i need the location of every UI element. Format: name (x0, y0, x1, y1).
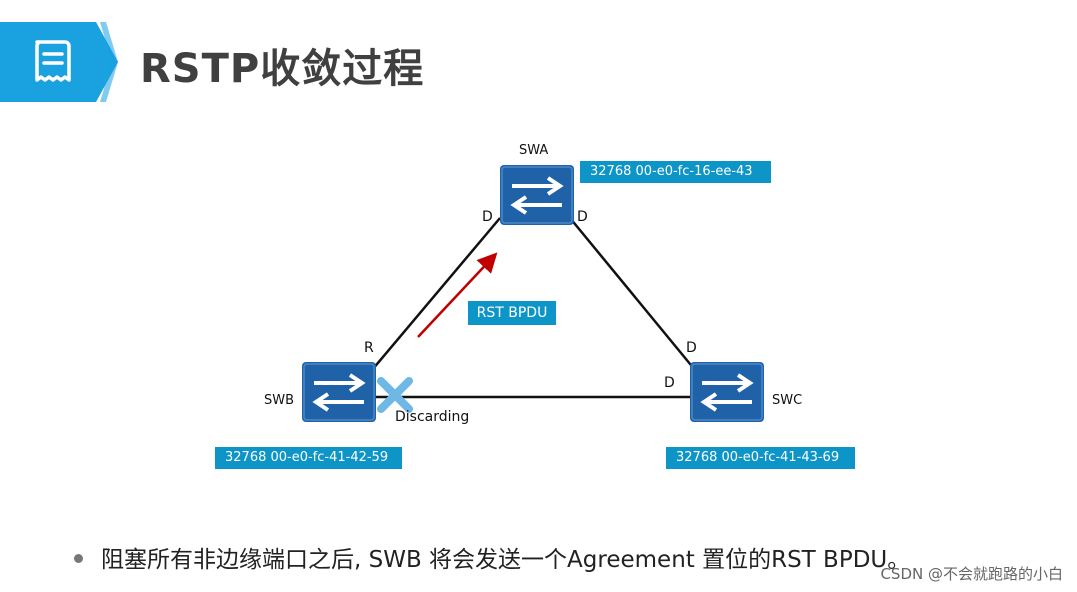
link-swb-swa (371, 217, 501, 371)
switch-name-swa: SWA (519, 143, 549, 158)
header-chevron (0, 22, 118, 102)
port-role-swa-left: D (482, 209, 493, 225)
port-state-discarding: Discarding (395, 409, 470, 425)
switch-icon-swc (690, 362, 764, 422)
bridge-id-swc: 32768 00-e0-fc-41-43-69 (666, 447, 855, 469)
port-role-swa-right: D (577, 209, 588, 225)
bridge-id-swa: 32768 00-e0-fc-16-ee-43 (580, 161, 771, 183)
watermark: CSDN @不会就跑路的小白 (880, 565, 1063, 583)
page-title: RSTP收敛过程 (140, 46, 425, 92)
document-icon (35, 40, 71, 82)
bullet-text: 阻塞所有非边缘端口之后, SWB 将会发送一个Agreement 置位的RST … (101, 547, 911, 573)
bullet-item: 阻塞所有非边缘端口之后, SWB 将会发送一个Agreement 置位的RST … (74, 540, 910, 574)
switch-name-swc: SWC (772, 393, 803, 408)
rst-bpdu-label: RST BPDU (468, 301, 556, 325)
header-band (0, 22, 118, 102)
switch-name-swb: SWB (264, 393, 295, 408)
bridge-id-swb: 32768 00-e0-fc-41-42-59 (215, 447, 402, 469)
switch-icon-swa (500, 165, 574, 225)
port-role-swc-top: D (686, 340, 697, 356)
bpdu-arrow (417, 252, 498, 338)
bullet-dot-icon (74, 554, 83, 563)
link-swa-swc (569, 217, 696, 371)
port-role-swc-left: D (664, 375, 675, 391)
blocked-port-x-icon (377, 377, 413, 413)
port-role-swb-top: R (364, 340, 374, 356)
switch-icon-swb (302, 362, 376, 422)
